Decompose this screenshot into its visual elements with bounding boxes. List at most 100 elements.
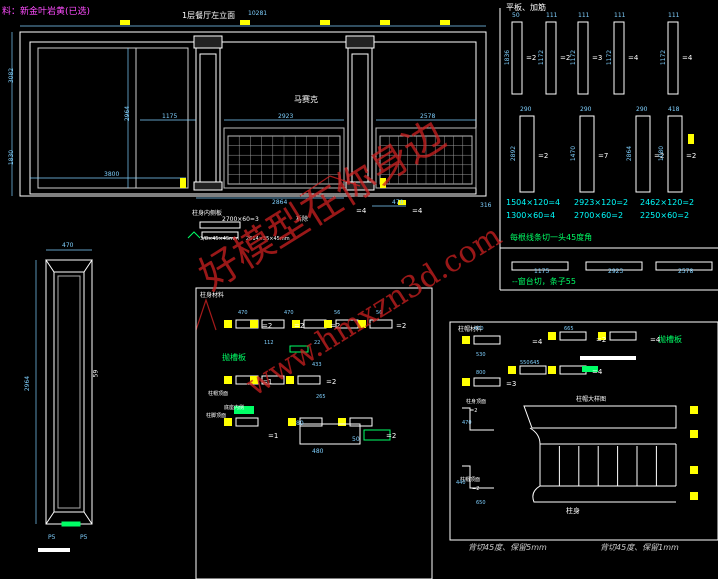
column-detail-sketch bbox=[187, 221, 241, 239]
capital-side-dim: 650 bbox=[476, 500, 486, 506]
strip-note: --窗台切，条子55 bbox=[512, 277, 576, 286]
capital-count: =3 bbox=[506, 380, 517, 388]
right-top-frame bbox=[499, 8, 718, 291]
part-marker bbox=[292, 320, 300, 328]
part-marker bbox=[358, 320, 366, 328]
part-marker bbox=[224, 320, 232, 328]
dim-bottom-center: 2864 bbox=[272, 199, 288, 206]
column-sub-1: 3/8×45×45mm bbox=[200, 236, 239, 242]
center-col-dim: 56 bbox=[376, 310, 383, 316]
capital-side-dim: 470 bbox=[462, 420, 472, 426]
capital-side-sketches bbox=[462, 407, 494, 489]
capital-detail-title: 柱帽大样图 bbox=[576, 396, 607, 403]
board-top-profile bbox=[545, 21, 557, 95]
list-5: 2700×60=2 bbox=[574, 211, 624, 220]
capital-dim: 470 bbox=[474, 326, 484, 332]
board-mid-height: 2864 bbox=[626, 145, 634, 162]
board-mid-count: =2 bbox=[654, 152, 665, 160]
bevel-note: 每根线条切一头45度角 bbox=[510, 233, 593, 242]
capital-part-marker bbox=[462, 378, 470, 386]
elevation-view bbox=[19, 31, 487, 197]
column-label-3: 拆除 bbox=[296, 216, 309, 223]
center-sub-dim: 433 bbox=[312, 362, 322, 368]
board-mid-profile bbox=[667, 115, 683, 193]
capital-part bbox=[519, 365, 547, 375]
pillar-label: 柱身 bbox=[566, 507, 580, 515]
board-mid-width: 290 bbox=[520, 106, 532, 113]
capital-part bbox=[473, 377, 501, 387]
board-top-height: 1172 bbox=[570, 49, 578, 66]
list-2: 2923×120=2 bbox=[574, 198, 629, 207]
base-profile bbox=[299, 423, 361, 445]
board-mid-height: 2892 bbox=[510, 145, 518, 162]
capital-side-label: =2 bbox=[470, 408, 478, 414]
center-sub-dim: 112 bbox=[264, 340, 274, 346]
capital-dim: 645 bbox=[530, 360, 540, 366]
part-marker bbox=[250, 320, 258, 328]
column-label-2: 2700×60=3 bbox=[222, 216, 259, 223]
tall-bottom-dim-left: P5 bbox=[48, 534, 56, 541]
material-note: 料：新金叶岩黄(已选) bbox=[2, 7, 91, 17]
part-marker bbox=[324, 320, 332, 328]
center-count: =1 bbox=[262, 378, 273, 386]
marker-squares bbox=[120, 20, 450, 205]
center-count: =2 bbox=[330, 322, 341, 330]
right-panel-frame bbox=[449, 321, 718, 541]
dim-bottom-right: 316 bbox=[480, 202, 492, 209]
capital-dim: 550 bbox=[520, 360, 530, 366]
center-panel-title: 柱身材料 bbox=[200, 292, 225, 299]
center-foot-label: 底座内侧 bbox=[224, 405, 245, 411]
board-top-width: 111 bbox=[668, 12, 680, 19]
center-label-line: 抛槽板 bbox=[222, 353, 246, 362]
mosaic-label: 马赛克 bbox=[294, 95, 318, 104]
list-4: 1300×60=4 bbox=[506, 211, 556, 220]
capital-flutes bbox=[558, 446, 657, 486]
capital-part-marker bbox=[508, 366, 516, 374]
capital-dim: 530 bbox=[476, 352, 486, 358]
tall-panel-dims bbox=[35, 249, 92, 524]
board-top-count: =4 bbox=[682, 54, 693, 62]
capital-part-marker bbox=[462, 336, 470, 344]
part-profile bbox=[369, 319, 393, 329]
bevel-note-1: 背切45度、保留5mm bbox=[468, 543, 547, 552]
board-mid-count: =2 bbox=[538, 152, 549, 160]
capital-count: =4 bbox=[592, 368, 603, 376]
center-sub-dim: 265 bbox=[316, 394, 326, 400]
capital-detail bbox=[523, 405, 677, 503]
center-count: =2 bbox=[294, 322, 305, 330]
list-6: 2250×60=2 bbox=[640, 211, 690, 220]
column-label-1: 柱身内侧板 bbox=[192, 210, 223, 217]
part-profile bbox=[299, 417, 323, 427]
door-panel bbox=[135, 47, 189, 189]
center-col-dim: 56 bbox=[334, 310, 341, 316]
center-col-dim: 470 bbox=[238, 310, 248, 316]
tall-height-dim: 2964 bbox=[24, 375, 32, 392]
tall-panel bbox=[45, 259, 93, 525]
part-profile bbox=[235, 417, 259, 427]
center-panel-frame bbox=[195, 287, 433, 579]
board-mid-width: 290 bbox=[636, 106, 648, 113]
center-foot-dim: 50 bbox=[352, 436, 360, 443]
capital-count: =4 bbox=[532, 338, 543, 346]
part-marker bbox=[288, 418, 296, 426]
dim-center-width: 2923 bbox=[278, 113, 294, 120]
board-top-height: 1172 bbox=[660, 49, 668, 66]
board-marker bbox=[688, 134, 694, 144]
board-mid-profile bbox=[635, 115, 651, 193]
part-marker bbox=[250, 376, 258, 384]
part-profile bbox=[261, 375, 285, 385]
board-mid-height: 1080 bbox=[658, 145, 666, 162]
strip-dim-3: 2578 bbox=[678, 268, 694, 275]
part-marker bbox=[224, 418, 232, 426]
board-mid-profile bbox=[519, 115, 535, 193]
board-top-count: =2 bbox=[526, 54, 537, 62]
dim-left-lower: 1830 bbox=[8, 149, 16, 166]
elevation-frame bbox=[19, 31, 487, 197]
part-marker bbox=[224, 376, 232, 384]
right-panel-title: 柱帽材料 bbox=[458, 326, 483, 333]
count-a: =4 bbox=[356, 207, 367, 215]
capital-part bbox=[559, 331, 587, 341]
center-foot-dim: 80 bbox=[296, 420, 304, 427]
